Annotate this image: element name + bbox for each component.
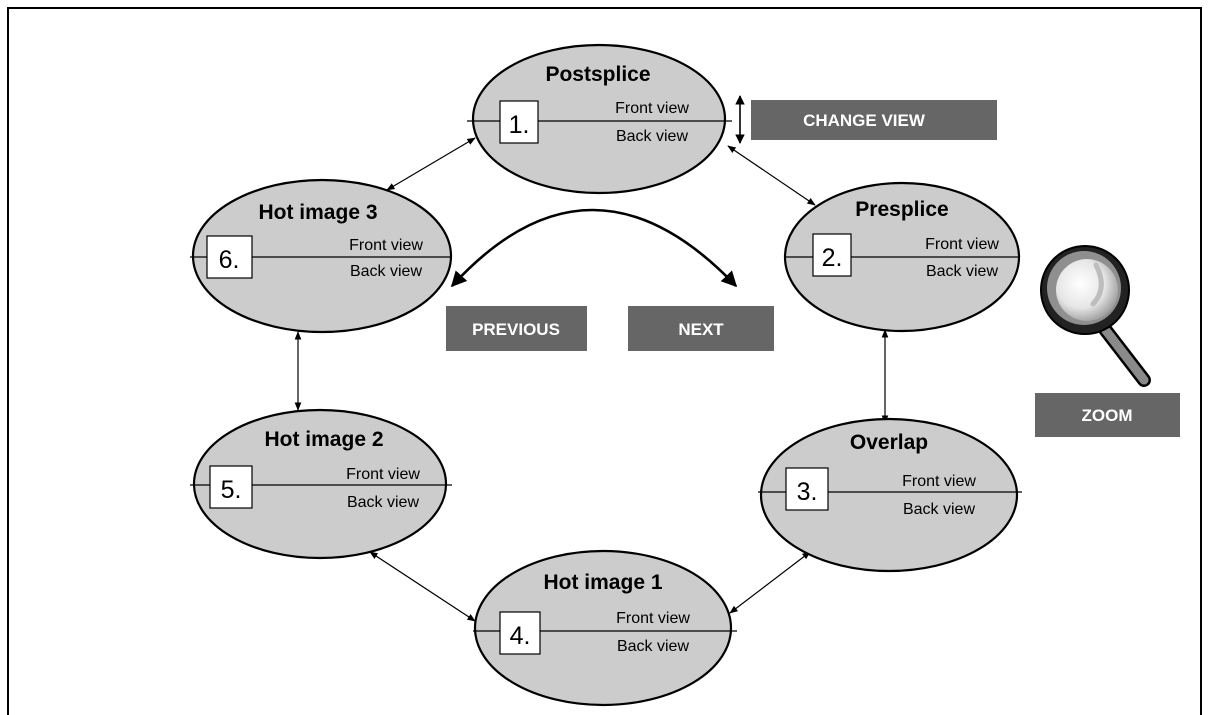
front-view-label[interactable]: Front view bbox=[349, 237, 423, 254]
magnifier-icon[interactable] bbox=[1040, 245, 1151, 387]
node-hot-image-1[interactable]: Hot image 1 4. Front view Back view bbox=[473, 549, 737, 707]
node-hot-image-2[interactable]: Hot image 2 5. Front view Back view bbox=[190, 408, 452, 560]
frame-border bbox=[7, 7, 1202, 715]
node-number: 6. bbox=[219, 246, 240, 274]
node-number-box bbox=[499, 100, 539, 144]
connector-postsplice-presplice bbox=[727, 145, 816, 206]
change-view-button[interactable]: CHANGE VIEW bbox=[751, 100, 997, 140]
front-view-label[interactable]: Front view bbox=[615, 100, 689, 117]
back-view-label[interactable]: Back view bbox=[347, 494, 419, 511]
node-title: Overlap bbox=[850, 431, 928, 454]
front-view-label[interactable]: Front view bbox=[902, 473, 976, 490]
front-view-label[interactable]: Front view bbox=[616, 610, 690, 627]
previous-button[interactable]: PREVIOUS bbox=[446, 306, 587, 351]
change-view-label: CHANGE VIEW bbox=[803, 111, 926, 130]
node-presplice[interactable]: Presplice 2. Front view Back view bbox=[783, 181, 1021, 333]
node-number-box bbox=[209, 465, 253, 509]
back-view-label[interactable]: Back view bbox=[617, 638, 689, 655]
node-number: 3. bbox=[797, 478, 818, 506]
node-postsplice[interactable]: Postsplice 1. Front view Back view bbox=[467, 43, 732, 195]
node-number: 2. bbox=[822, 244, 843, 272]
node-hot-image-3[interactable]: Hot image 3 6. Front view Back view bbox=[190, 178, 453, 334]
node-number: 5. bbox=[221, 476, 242, 504]
front-view-label[interactable]: Front view bbox=[346, 466, 420, 483]
next-label: NEXT bbox=[678, 320, 724, 339]
back-view-label[interactable]: Back view bbox=[616, 128, 688, 145]
connector-hot-image-1-hot-image-2 bbox=[369, 551, 476, 622]
zoom-button[interactable]: ZOOM bbox=[1035, 393, 1180, 437]
connector-overlap-hot-image-1 bbox=[729, 551, 811, 614]
node-number: 1. bbox=[509, 111, 530, 139]
connectors bbox=[294, 137, 889, 622]
back-view-label[interactable]: Back view bbox=[903, 501, 975, 518]
node-overlap[interactable]: Overlap 3. Front view Back view bbox=[758, 417, 1022, 573]
node-number-box bbox=[206, 235, 253, 279]
node-number-box bbox=[785, 467, 829, 511]
back-view-label[interactable]: Back view bbox=[926, 263, 998, 280]
node-title: Hot image 2 bbox=[264, 428, 383, 451]
back-view-label[interactable]: Back view bbox=[350, 263, 422, 280]
front-view-label[interactable]: Front view bbox=[925, 236, 999, 253]
node-title: Hot image 1 bbox=[543, 571, 662, 594]
change-view-control[interactable]: CHANGE VIEW bbox=[735, 95, 997, 144]
previous-label: PREVIOUS bbox=[472, 320, 560, 339]
node-title: Hot image 3 bbox=[258, 201, 377, 224]
node-title: Presplice bbox=[855, 198, 948, 221]
node-number-box bbox=[812, 233, 852, 277]
node-number: 4. bbox=[510, 622, 531, 650]
zoom-label: ZOOM bbox=[1082, 406, 1133, 425]
node-title: Postsplice bbox=[545, 63, 650, 86]
curved-double-arrow-icon bbox=[450, 208, 738, 288]
next-button[interactable]: NEXT bbox=[628, 306, 774, 351]
node-number-box bbox=[499, 611, 541, 655]
connector-hot-image-3-postsplice bbox=[386, 137, 476, 191]
